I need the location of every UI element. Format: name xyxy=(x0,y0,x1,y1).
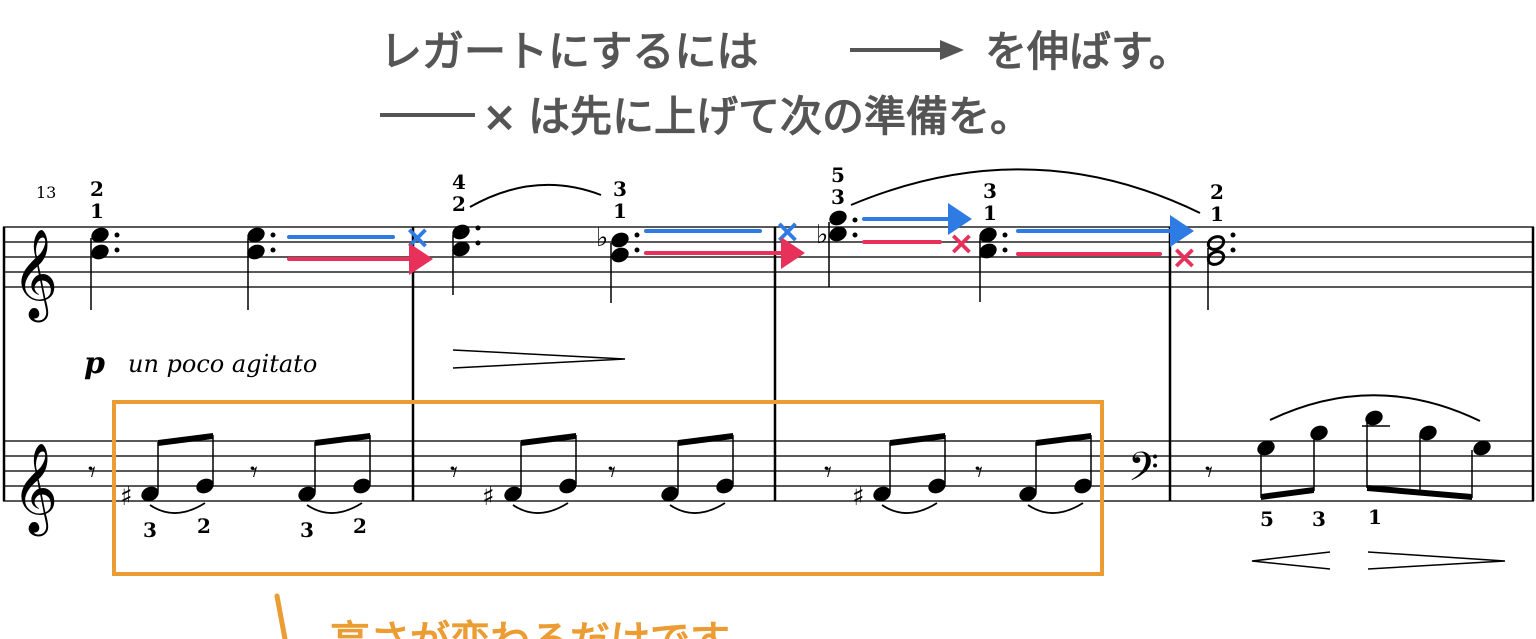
fingering: 5 xyxy=(1260,507,1274,531)
fingering: 1 xyxy=(983,201,997,225)
release-x-icon: × xyxy=(948,224,975,262)
chord xyxy=(452,224,481,295)
release-x-icon: × xyxy=(404,218,431,256)
fingering: 5 xyxy=(831,163,845,187)
fingering: 1 xyxy=(1368,505,1382,529)
black-arrow-icon xyxy=(850,40,964,60)
chord xyxy=(90,227,120,310)
svg-text:𝄾: 𝄾 xyxy=(975,455,983,490)
lower-notes: 𝄾 𝄾 𝄾 𝄾 𝄾 𝄾 𝄾 ♯ ♯ ♯ xyxy=(88,455,1213,512)
dynamic-marking: p xyxy=(84,346,105,381)
fingering: 1 xyxy=(1210,202,1224,226)
fingering: 2 xyxy=(452,192,466,216)
sharp-icon: ♯ xyxy=(482,482,495,512)
x-symbol: × xyxy=(482,92,517,141)
fingering: 1 xyxy=(90,199,104,223)
half-note-chord xyxy=(1206,232,1236,310)
legato-markers: × × × × xyxy=(287,203,1198,276)
chord xyxy=(247,227,276,310)
fingering: 3 xyxy=(613,177,627,201)
instruction-line-2: × は先に上げて次の準備を。 xyxy=(380,92,1032,141)
flat-icon: ♭ xyxy=(816,220,828,250)
eighth-note-pair xyxy=(661,433,734,514)
eighth-note-pair xyxy=(298,433,371,514)
callout-line xyxy=(274,593,288,639)
expression-text: un poco agitato xyxy=(128,350,317,378)
bass-clef-icon: 𝄢 xyxy=(1128,444,1159,500)
svg-text:𝄾: 𝄾 xyxy=(88,455,96,490)
fingering: 3 xyxy=(983,179,997,203)
eighth-note-pair xyxy=(873,433,946,514)
svg-text:𝄾: 𝄾 xyxy=(250,455,258,490)
instruction-line-1: レガートにするには を伸ばす。 xyxy=(380,27,1191,76)
instruction-text: は先に上げて次の準備を。 xyxy=(528,92,1032,141)
instruction-text: を伸ばす。 xyxy=(985,27,1191,76)
rests: 𝄾 𝄾 𝄾 𝄾 𝄾 𝄾 𝄾 xyxy=(88,455,1213,490)
flat-icon: ♭ xyxy=(596,223,608,253)
eighth-note-pair xyxy=(141,433,214,514)
treble-staff-upper xyxy=(3,226,1534,288)
treble-clef-icon: 𝄞 xyxy=(12,443,58,537)
release-x-icon: × xyxy=(1171,238,1198,276)
upper-chords: ♭ ♭ xyxy=(90,210,1236,310)
decrescendo-hairpin xyxy=(452,349,626,369)
svg-text:𝄾: 𝄾 xyxy=(1205,455,1213,490)
svg-text:𝄾: 𝄾 xyxy=(824,455,832,490)
slur xyxy=(1269,394,1481,422)
fingering: 2 xyxy=(90,177,104,201)
eighth-note-pairs xyxy=(141,433,1092,514)
fingering: 3 xyxy=(831,185,845,209)
fingering: 1 xyxy=(613,199,627,223)
eighth-note-pair xyxy=(504,433,577,514)
chord xyxy=(979,227,1008,302)
bass-fingerings: 5 3 1 xyxy=(1260,505,1382,531)
fingering: 4 xyxy=(452,170,466,194)
svg-text:𝄾: 𝄾 xyxy=(608,455,616,490)
decrescendo-hairpin xyxy=(1367,551,1506,570)
lower-fingerings: 3 2 3 2 xyxy=(143,514,367,542)
slur xyxy=(469,183,602,208)
upper-fingerings: 21 42 31 53 31 21 xyxy=(90,163,1224,226)
treble-clef-icon: 𝄞 xyxy=(12,229,58,323)
fingering: 3 xyxy=(143,518,157,542)
fingering: 2 xyxy=(1210,180,1224,204)
measure-number: 13 xyxy=(36,183,56,202)
fingering: 3 xyxy=(1312,507,1326,531)
sharp-icon: ♯ xyxy=(120,482,133,512)
crescendo-hairpin xyxy=(1251,551,1331,570)
instruction-text: レガートにするには xyxy=(380,27,758,76)
chord xyxy=(828,210,858,287)
svg-text:𝄾: 𝄾 xyxy=(450,455,458,490)
fingering: 2 xyxy=(353,514,367,538)
bass-notes xyxy=(1257,410,1491,500)
chord xyxy=(610,232,640,303)
fingering: 3 xyxy=(300,518,314,542)
fingering: 2 xyxy=(197,514,211,538)
sharp-icon: ♯ xyxy=(852,482,865,512)
staff-lower xyxy=(3,440,1534,502)
release-x-icon: × xyxy=(774,212,801,250)
eighth-note-pair xyxy=(1019,433,1092,514)
callout-text: 高さが変わるだけです xyxy=(330,618,730,639)
highlight-box xyxy=(112,400,1104,576)
slur xyxy=(850,168,1201,214)
